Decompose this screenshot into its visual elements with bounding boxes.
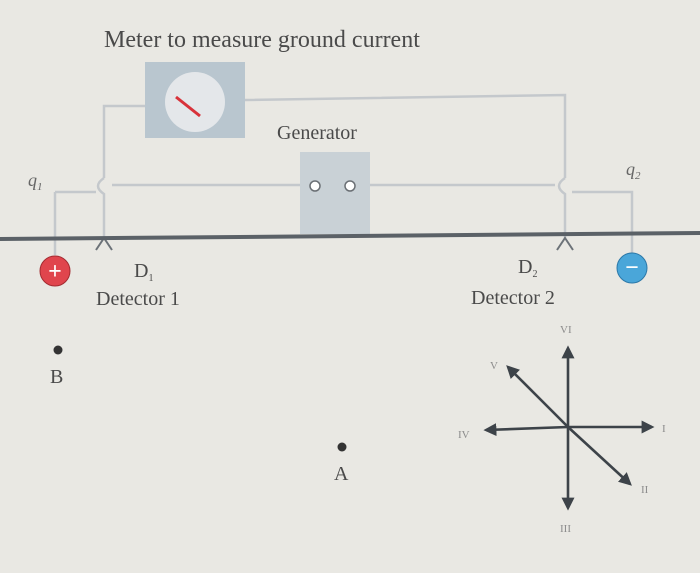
detector2-symbol: D2 xyxy=(518,256,537,280)
point-b-dot xyxy=(53,345,63,355)
direction-label-v: V xyxy=(490,360,498,372)
detector1-subscript: 1 xyxy=(148,273,153,284)
detector2-foot xyxy=(556,236,574,251)
direction-label-vi: VI xyxy=(560,324,572,336)
direction-label-iv: IV xyxy=(458,429,470,441)
detector1-letter: D xyxy=(134,260,148,282)
negative-sign: − xyxy=(625,255,639,281)
generator-label: Generator xyxy=(277,122,357,144)
positive-charge xyxy=(39,255,71,287)
detector1-symbol: D1 xyxy=(134,260,153,284)
meter-dial xyxy=(165,72,225,132)
wire-q1 xyxy=(53,190,96,255)
arrow-v xyxy=(506,365,569,428)
detector1-probe xyxy=(96,176,106,238)
arrow-iv xyxy=(483,423,569,437)
negative-charge xyxy=(616,252,648,284)
charge-label-q1: q1 xyxy=(28,170,43,193)
point-a-label: A xyxy=(334,463,349,485)
detector2-letter: D xyxy=(518,256,532,278)
diagram-title: Meter to measure ground current xyxy=(104,27,420,53)
wire-meter-right xyxy=(244,93,567,178)
generator-terminal-right xyxy=(344,180,356,192)
direction-label-iii: III xyxy=(560,523,571,535)
q1-symbol: q xyxy=(28,170,37,190)
generator-box xyxy=(300,152,370,234)
positive-sign: + xyxy=(48,259,62,285)
ground-line xyxy=(0,231,700,241)
charge-label-q2: q2 xyxy=(626,159,641,182)
point-b-label: B xyxy=(50,366,63,388)
generator-terminal-left xyxy=(309,180,321,192)
q1-subscript: 1 xyxy=(37,181,43,193)
detector2-label: Detector 2 xyxy=(471,287,555,309)
q2-symbol: q xyxy=(626,159,635,179)
meter-needle xyxy=(175,95,201,118)
direction-label-i: I xyxy=(662,423,666,435)
arrow-ii xyxy=(567,426,632,486)
wire-q2 xyxy=(572,190,634,255)
direction-label-ii: II xyxy=(641,484,649,496)
detector2-subscript: 2 xyxy=(532,269,537,280)
q2-subscript: 2 xyxy=(635,170,641,182)
wire-meter-left xyxy=(102,104,145,178)
detector1-label: Detector 1 xyxy=(96,288,180,310)
detector2-probe xyxy=(557,176,567,238)
point-a-dot xyxy=(337,442,347,452)
